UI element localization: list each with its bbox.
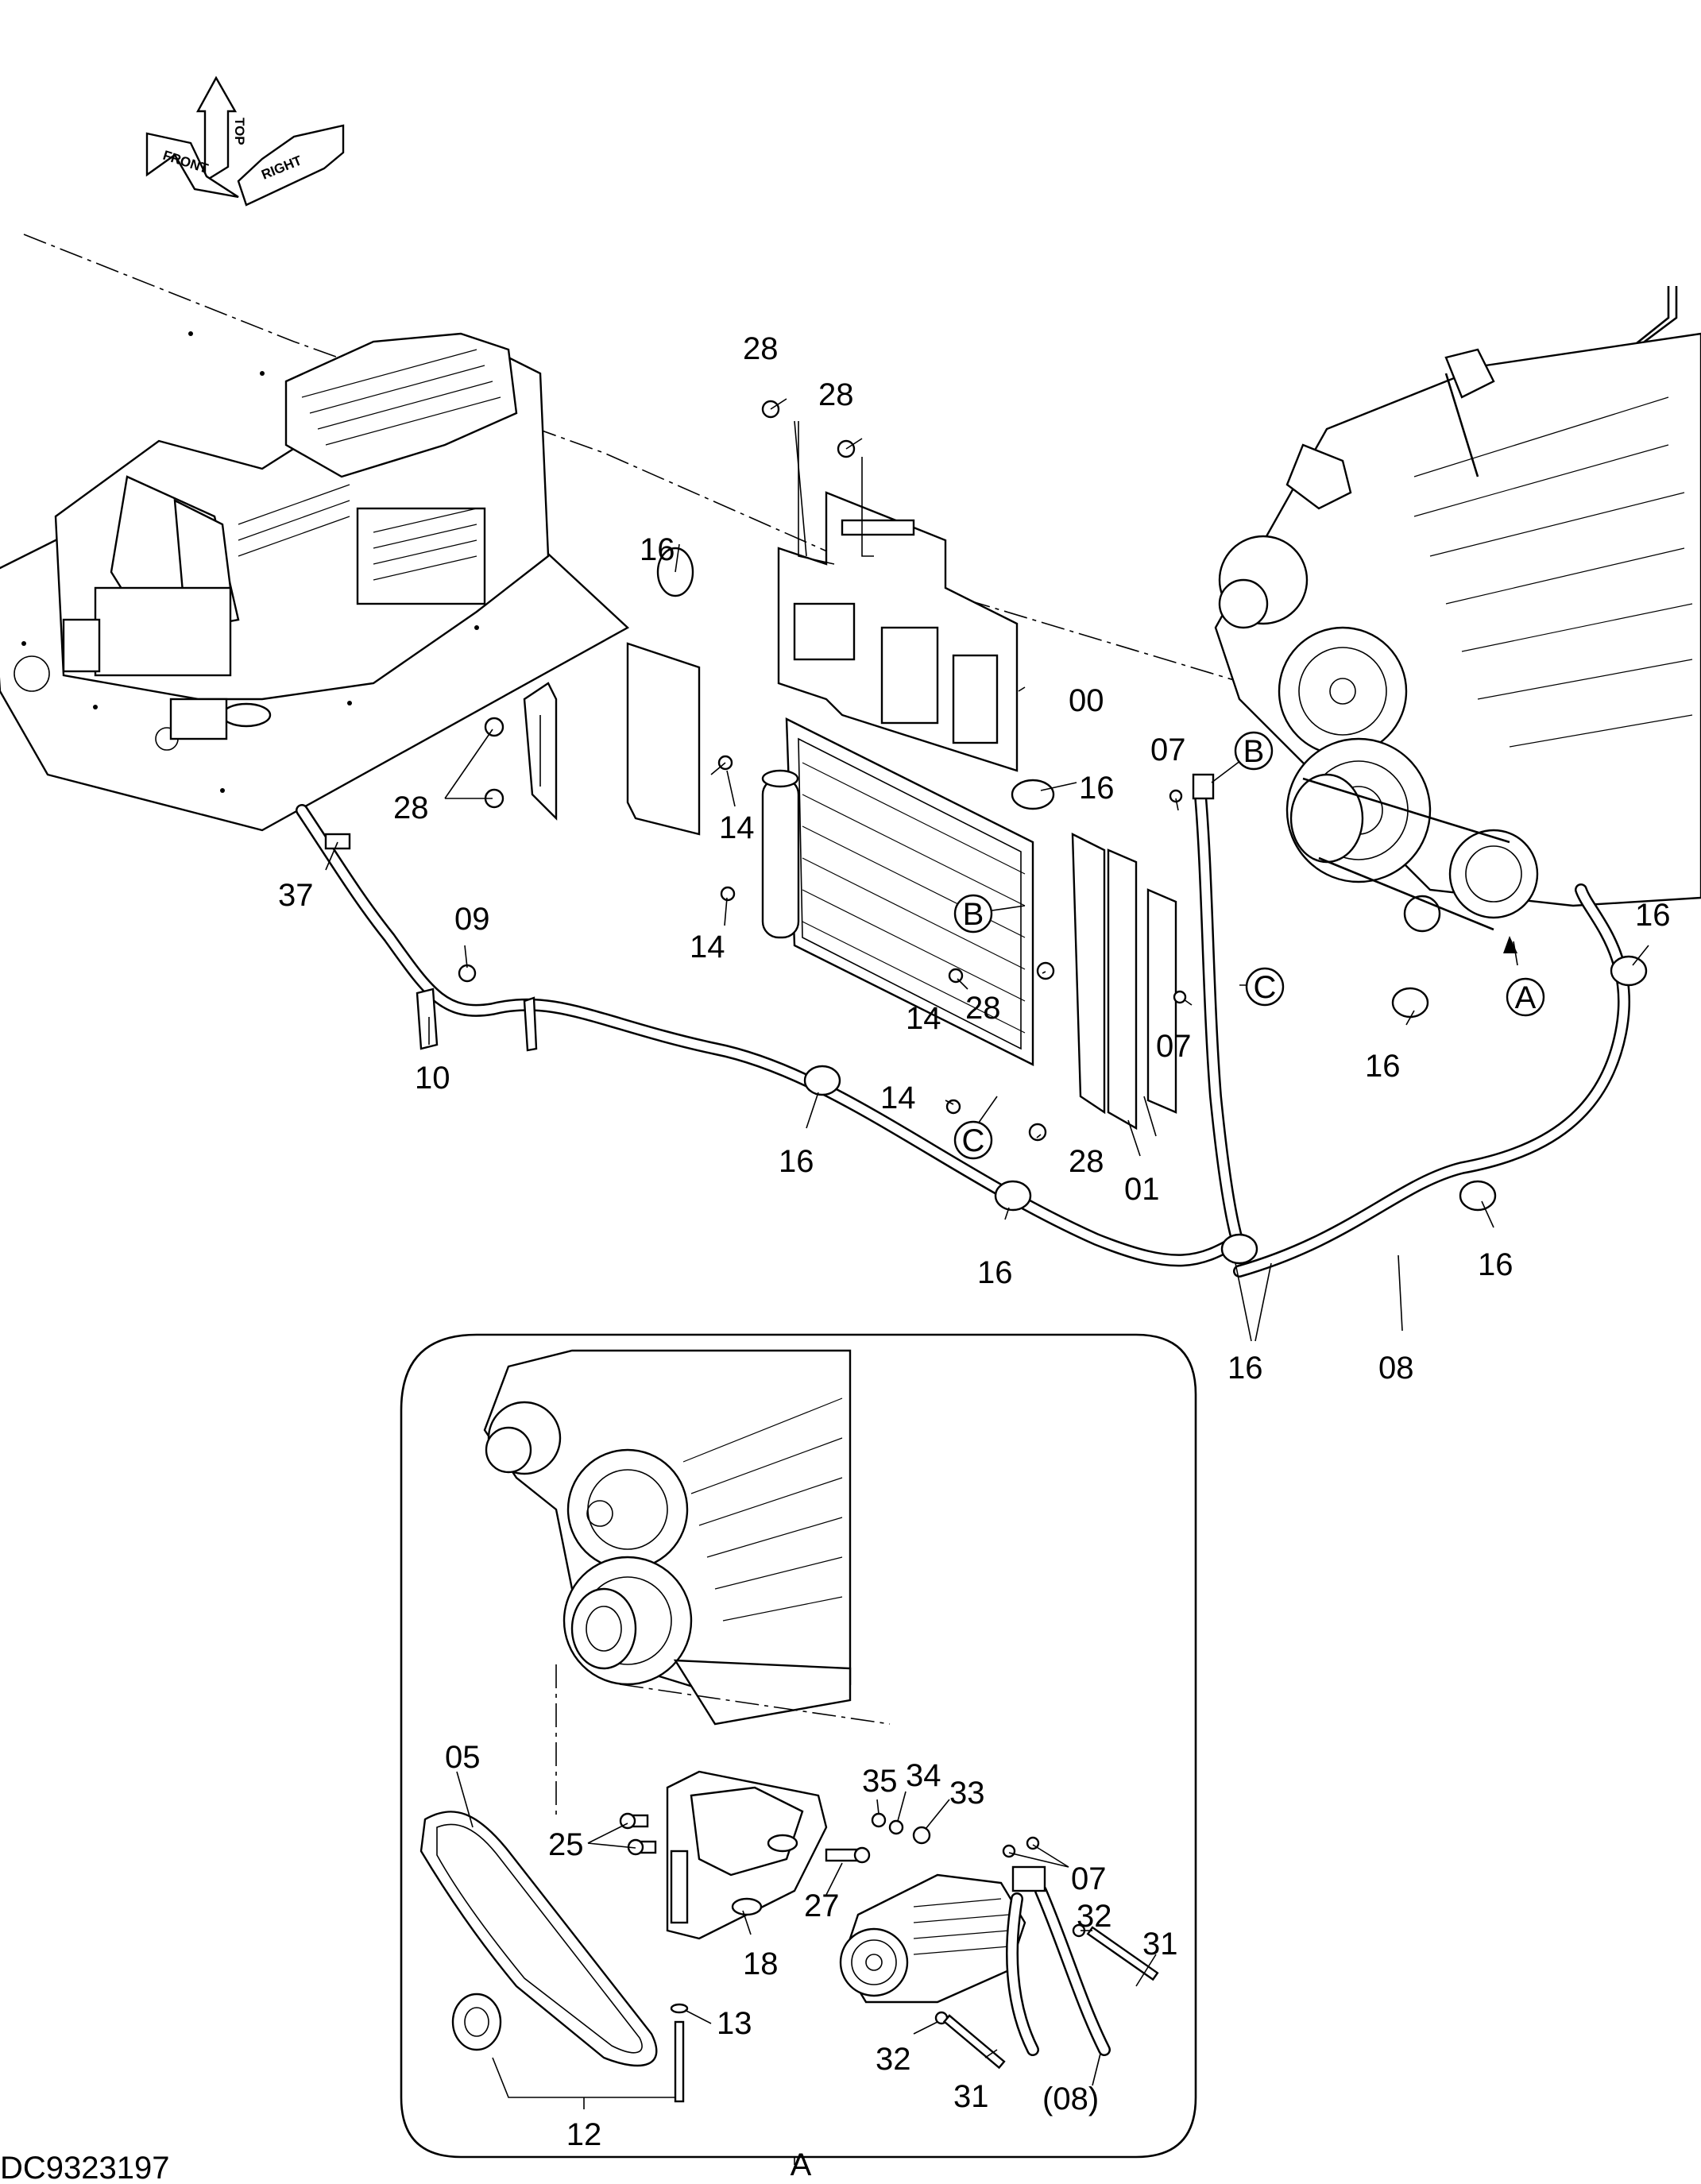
washer-35 — [871, 1812, 887, 1828]
label-14-a: 14 — [719, 810, 755, 845]
receiver-bracket — [523, 682, 558, 821]
label-31-a: 31 — [1142, 1927, 1178, 1962]
label-37: 37 — [278, 878, 314, 913]
label-25: 25 — [548, 1827, 584, 1862]
label-10: 10 — [415, 1061, 450, 1096]
label-16-h: 16 — [1227, 1351, 1263, 1386]
bolt-33 — [912, 1826, 931, 1845]
label-00: 00 — [1069, 683, 1104, 718]
label-16-e: 16 — [779, 1144, 814, 1179]
bolt-25-a — [619, 1812, 649, 1830]
label-16-c: 16 — [1635, 898, 1671, 933]
compressor-bracket-18 — [666, 1770, 828, 1940]
callout-c-left: C — [953, 1120, 993, 1160]
compressor — [839, 1873, 1026, 2004]
callout-c-right: C — [1245, 967, 1285, 1007]
label-34: 34 — [906, 1758, 941, 1793]
bolt-14-1 — [710, 755, 733, 775]
label-27: 27 — [804, 1888, 840, 1923]
idler-pulley — [451, 1993, 502, 2051]
label-28-c: 28 — [393, 790, 429, 825]
label-28-d: 28 — [965, 991, 1001, 1026]
label-08: 08 — [1378, 1351, 1414, 1386]
main-labels: 28 28 16 00 28 14 16 07 37 09 14 14 28 0… — [278, 331, 1671, 1386]
engine-main — [1214, 286, 1701, 933]
bolt-28-left-1 — [484, 717, 505, 737]
detail-engine — [483, 1349, 891, 1819]
bolt-07-mid — [1173, 990, 1187, 1004]
label-32-a: 32 — [1077, 1899, 1112, 1934]
air-conditioner-unit — [54, 332, 550, 740]
label-28-b: 28 — [818, 377, 854, 412]
bolt-28-mid — [1036, 961, 1055, 980]
label-14-c: 14 — [906, 1001, 941, 1036]
drawing-id: DC9323197 — [0, 2151, 170, 2184]
label-01: 01 — [1124, 1172, 1160, 1207]
hose-suction-08 — [1233, 883, 1631, 1278]
bolt-28-top-2 — [837, 438, 863, 458]
label-32-b: 32 — [876, 2042, 911, 2077]
idler-bolt-12 — [674, 2020, 685, 2103]
mounting-plate-00 — [777, 491, 1019, 772]
bolt-31-b — [942, 2014, 1006, 2070]
bolt-14-2 — [720, 886, 736, 902]
detail-a-label: A — [791, 2147, 812, 2182]
label-08-ref: (08) — [1042, 2082, 1099, 2116]
svg-text:B: B — [963, 897, 984, 932]
hose-clamps — [324, 547, 1648, 1265]
callout-b-top: B — [1234, 731, 1274, 771]
bolt-14-4 — [945, 1099, 961, 1115]
detail-labels: 05 25 27 18 35 34 33 07 32 31 13 32 31 (… — [445, 1740, 1178, 2152]
filter-box — [626, 642, 701, 836]
label-33: 33 — [949, 1776, 985, 1811]
svg-text:A: A — [1515, 980, 1537, 1015]
callout-b-left: B — [953, 894, 993, 934]
label-07-a: 07 — [1150, 733, 1186, 767]
label-05: 05 — [445, 1740, 481, 1775]
label-16-b: 16 — [1079, 771, 1115, 806]
hose-liquid-37 — [296, 804, 1246, 1267]
bolt-28-top-1 — [761, 398, 787, 419]
bolt-07-detail-a — [1002, 1844, 1016, 1858]
label-16-g: 16 — [1478, 1247, 1514, 1282]
label-14-d: 14 — [880, 1080, 916, 1115]
orientation-arrows-icon: TOP FRONT RIGHT — [145, 75, 345, 207]
washer-13 — [670, 2003, 689, 2014]
condenser-frame-01 — [1071, 833, 1177, 1131]
bolt-28-low — [1028, 1123, 1047, 1142]
label-18: 18 — [743, 1946, 779, 1981]
label-13: 13 — [717, 2006, 752, 2041]
label-16-d: 16 — [1365, 1049, 1401, 1084]
bolt-27 — [825, 1846, 871, 1864]
bolts — [458, 398, 1215, 1142]
label-07-b: 07 — [1156, 1029, 1192, 1064]
bolt-14-3 — [948, 968, 964, 984]
label-16-f: 16 — [977, 1255, 1013, 1290]
hose-discharge — [1193, 780, 1246, 1254]
label-28-a: 28 — [743, 331, 779, 366]
callout-a-engine: A — [1506, 977, 1545, 1017]
svg-text:B: B — [1243, 734, 1265, 769]
label-12: 12 — [566, 2117, 602, 2152]
label-31-b: 31 — [953, 2079, 989, 2114]
label-09: 09 — [454, 902, 490, 937]
belt-05 — [419, 1811, 658, 2067]
svg-text:C: C — [962, 1123, 985, 1158]
label-16-a: 16 — [640, 532, 675, 567]
label-14-b: 14 — [690, 930, 725, 964]
label-35: 35 — [862, 1764, 898, 1799]
label-07-c: 07 — [1071, 1861, 1107, 1896]
orientation-top-label: TOP — [232, 118, 247, 145]
detail-leaders — [456, 1771, 1157, 2109]
condenser — [761, 717, 1034, 1066]
detail-hose — [1006, 1865, 1111, 2056]
label-28-e: 28 — [1069, 1144, 1104, 1179]
detail-a-frame: A — [400, 1333, 1197, 2182]
svg-text:C: C — [1254, 970, 1277, 1005]
washer-34 — [888, 1819, 904, 1835]
fitting-b — [1192, 773, 1215, 800]
bolt-25-b — [627, 1838, 657, 1856]
